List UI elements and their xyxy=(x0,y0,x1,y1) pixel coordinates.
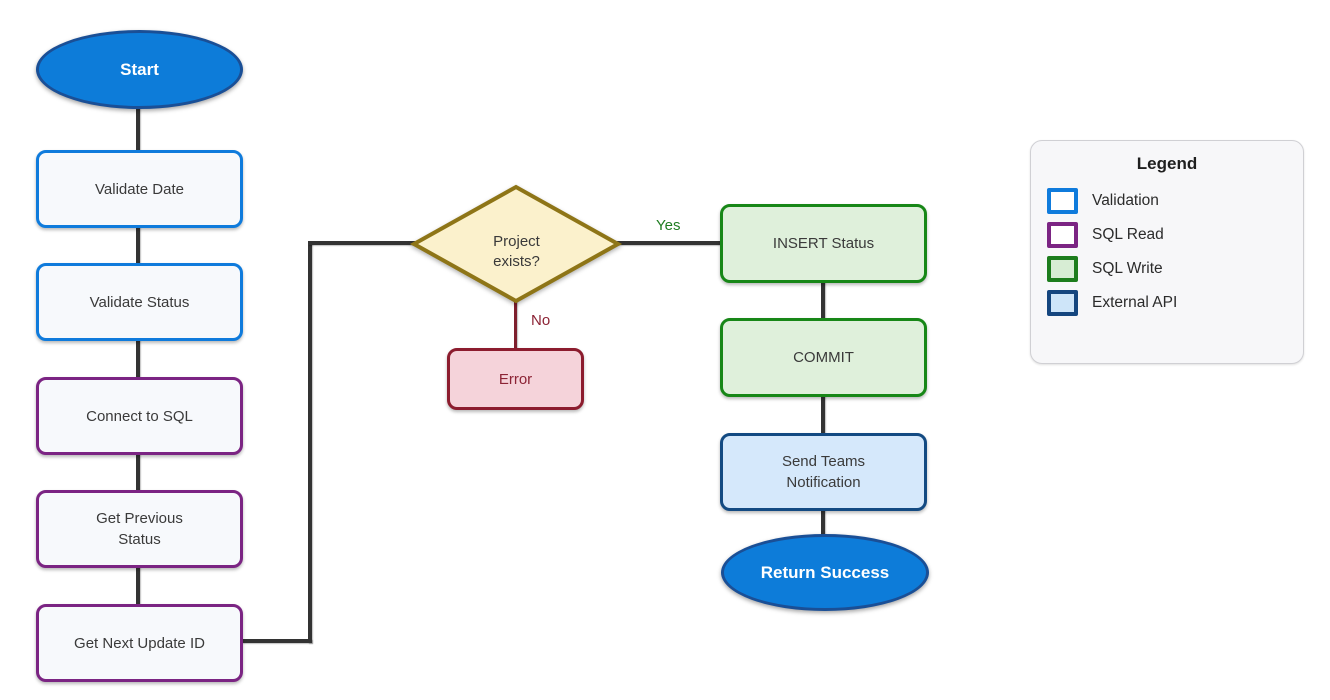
legend-row-sql-write: SQL Write xyxy=(1047,256,1287,282)
legend-panel: Legend Validation SQL Read SQL Write Ext… xyxy=(1030,140,1304,364)
node-send-teams-notification: Send Teams Notification xyxy=(720,433,927,511)
connector-send-teams-return-success xyxy=(821,508,825,540)
legend-row-validation: Validation xyxy=(1047,188,1287,214)
legend-label-external-api: External API xyxy=(1092,294,1178,311)
node-project-exists-diamond xyxy=(409,184,623,304)
legend-label-validation: Validation xyxy=(1092,192,1159,209)
connector-get-next-elbow-horizontal-bottom xyxy=(242,639,312,643)
connector-start-validate-date xyxy=(136,106,140,150)
legend-title: Legend xyxy=(1136,154,1198,173)
node-commit: COMMIT xyxy=(720,318,927,397)
connector-get-previous-get-next xyxy=(136,566,140,606)
connector-get-next-elbow-horizontal-top xyxy=(308,241,415,245)
connector-connect-sql-get-previous xyxy=(136,453,140,492)
legend-row-sql-read: SQL Read xyxy=(1047,222,1287,248)
legend-label-sql-read: SQL Read xyxy=(1092,226,1164,243)
legend-swatch-validation xyxy=(1047,188,1078,214)
node-validate-date: Validate Date xyxy=(36,150,243,228)
legend-swatch-sql-write xyxy=(1047,256,1078,282)
connector-validate-status-connect-sql xyxy=(136,339,140,379)
node-connect-to-sql: Connect to SQL xyxy=(36,377,243,455)
node-error: Error xyxy=(447,348,584,410)
edge-label-yes: Yes xyxy=(656,217,681,234)
node-get-previous-status: Get Previous Status xyxy=(36,490,243,568)
node-get-next-update-id: Get Next Update ID xyxy=(36,604,243,682)
node-return-success: Return Success xyxy=(721,534,929,611)
legend-swatch-sql-read xyxy=(1047,222,1078,248)
legend-label-sql-write: SQL Write xyxy=(1092,260,1163,277)
node-validate-status: Validate Status xyxy=(36,263,243,341)
connector-insert-commit xyxy=(821,280,825,320)
node-project-exists-label: Project exists? xyxy=(493,232,540,270)
connector-no-branch xyxy=(514,299,517,349)
legend-row-external-api: External API xyxy=(1047,290,1287,316)
connector-get-next-elbow-vertical xyxy=(308,241,312,643)
node-start: Start xyxy=(36,30,243,109)
edge-label-no: No xyxy=(531,312,551,329)
connector-yes-branch xyxy=(617,241,721,245)
legend-swatch-external-api xyxy=(1047,290,1078,316)
node-insert-status: INSERT Status xyxy=(720,204,927,283)
connector-commit-send-teams xyxy=(821,395,825,435)
connector-validate-date-validate-status xyxy=(136,226,140,265)
